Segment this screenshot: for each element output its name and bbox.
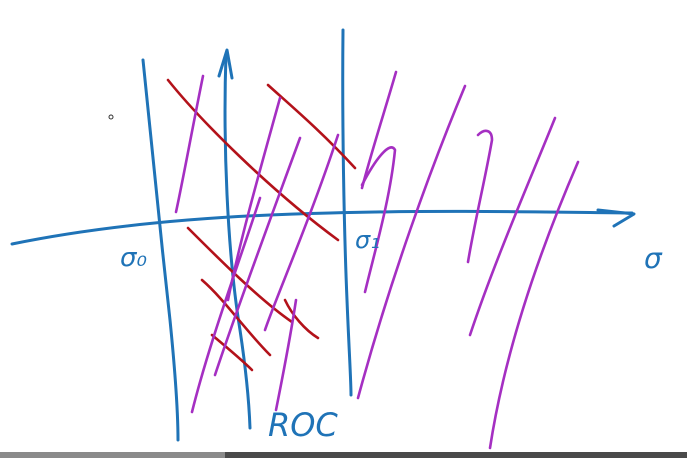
sigma0-boundary-line [141,58,180,442]
hatch-stroke [360,146,397,294]
imaginary-axis-arrowhead [217,48,234,80]
hatch-stroke [468,116,557,337]
right-hatching [174,70,580,450]
bottom-status-strip [0,452,687,458]
hatch-stroke [190,196,262,414]
hatch-stroke [210,333,254,372]
left-hatching [166,78,357,372]
hatch-stroke [263,133,340,332]
sigma1-boundary-line [341,28,353,397]
hatch-stroke [488,160,580,450]
hatch-stroke [360,70,398,190]
hatch-stroke [274,298,298,412]
hatch-stroke [213,136,302,377]
hatch-stroke [356,84,467,400]
bottom-status-strip-segment [0,452,225,458]
hatch-stroke [283,298,320,340]
sigma-axis [10,209,634,246]
stray-dot [108,114,114,120]
roc-label: ROC [268,406,338,444]
hatch-stroke [466,129,494,264]
hatch-stroke [174,74,205,214]
hatch-stroke [166,78,340,242]
sigma1-label: σ₁ [355,226,380,254]
hatch-stroke [186,226,294,324]
sigma-axis-arrowhead [596,208,636,228]
sigma0-label: σ₀ [120,243,147,273]
hatch-stroke [266,83,357,170]
sigma-axis-label: σ [644,242,663,275]
imaginary-axis [223,52,252,430]
